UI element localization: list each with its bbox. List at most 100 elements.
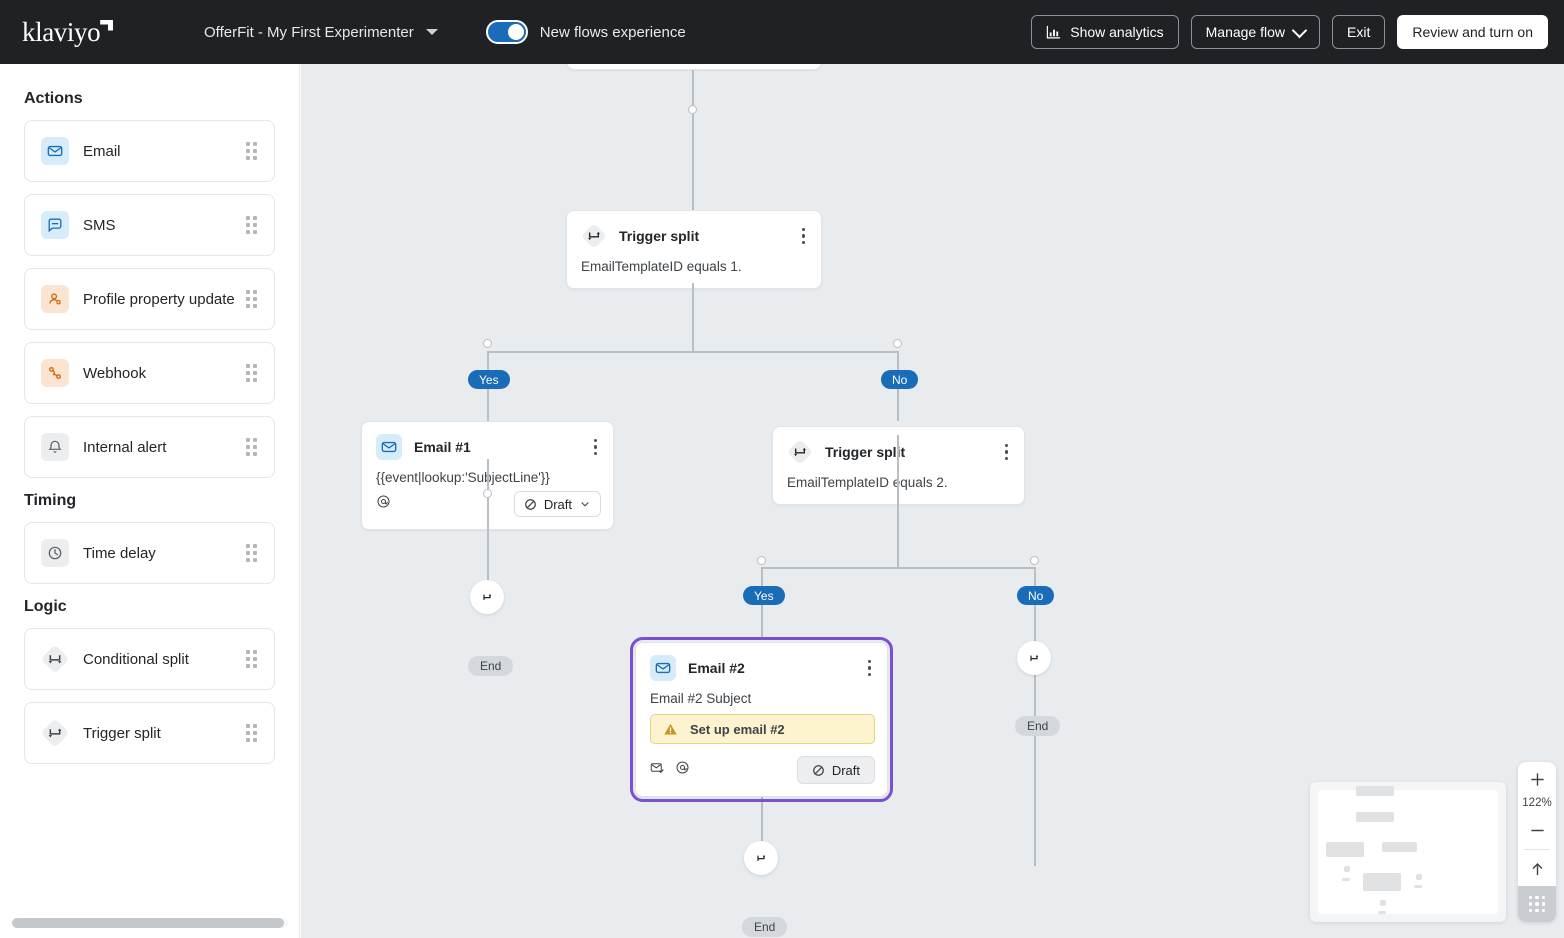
- drag-handle-icon[interactable]: [246, 724, 260, 742]
- palette-item-trigger-split[interactable]: Trigger split: [24, 702, 275, 764]
- split-icon: [482, 594, 492, 601]
- manage-flow-button[interactable]: Manage flow: [1190, 15, 1321, 49]
- zoom-controls[interactable]: 122%: [1518, 762, 1556, 922]
- palette-item-webhook[interactable]: Webhook: [24, 342, 275, 404]
- flow-canvas[interactable]: Trigger split EmailTemplateID equals 1. …: [301, 64, 1564, 938]
- klaviyo-logo[interactable]: klaviyo: [22, 18, 142, 46]
- node-header: Trigger split: [567, 211, 821, 249]
- node-trigger-split-1[interactable]: Trigger split EmailTemplateID equals 1.: [566, 210, 822, 289]
- node-menu-button[interactable]: [590, 437, 602, 458]
- divider: [1524, 849, 1550, 850]
- toggle-minimap-button[interactable]: [1518, 886, 1556, 922]
- add-step-button[interactable]: [744, 841, 778, 875]
- split-icon: [581, 223, 607, 249]
- palette-item-profile-property-update[interactable]: Profile property update: [24, 268, 275, 330]
- chat-bubble-icon: [41, 211, 69, 239]
- add-step-button[interactable]: [1017, 641, 1051, 675]
- minimap-node: [1378, 911, 1386, 914]
- grid-icon: [1528, 895, 1546, 913]
- person-gear-icon: [41, 285, 69, 313]
- drag-handle-icon[interactable]: [246, 650, 260, 668]
- branch-badge-yes[interactable]: Yes: [468, 370, 510, 389]
- minimap[interactable]: [1310, 782, 1506, 922]
- top-bar-actions: Show analytics Manage flow Exit Review a…: [1031, 15, 1548, 49]
- edge-connector-dot: [483, 339, 492, 348]
- bar-chart-icon: [1047, 25, 1061, 38]
- edge-connector-dot: [893, 339, 902, 348]
- palette-item-label: Webhook: [83, 364, 147, 382]
- personalization-at-icon: [675, 760, 690, 780]
- split-icon: [787, 439, 813, 465]
- top-bar: klaviyo OfferFit - My First Experimenter…: [0, 0, 1564, 64]
- sidebar-horizontal-scrollbar[interactable]: [12, 918, 288, 928]
- show-analytics-label: Show analytics: [1070, 24, 1164, 40]
- minimap-node: [1356, 812, 1394, 822]
- new-flows-experience-toggle-group[interactable]: New flows experience: [485, 20, 686, 44]
- edge-branch-no2: [1034, 567, 1036, 685]
- drag-handle-icon[interactable]: [246, 290, 260, 308]
- node-header: Trigger split: [773, 427, 1024, 465]
- drag-handle-icon[interactable]: [246, 216, 260, 234]
- node-trigger-split-2[interactable]: Trigger split EmailTemplateID equals 2.: [772, 426, 1025, 505]
- drag-handle-icon[interactable]: [246, 364, 260, 382]
- edge-connector-dot: [757, 556, 766, 565]
- palette-item-label: Email: [83, 142, 121, 160]
- drag-handle-icon[interactable]: [246, 438, 260, 456]
- zoom-out-button[interactable]: [1518, 813, 1556, 847]
- warning-label: Set up email #2: [690, 721, 785, 737]
- palette-item-label: Conditional split: [83, 650, 189, 668]
- drag-handle-icon[interactable]: [246, 544, 260, 562]
- review-and-turn-on-button[interactable]: Review and turn on: [1397, 15, 1548, 49]
- status-dropdown-draft[interactable]: Draft: [513, 491, 601, 517]
- edge-connector-dot: [1030, 556, 1039, 565]
- clock-icon: [41, 539, 69, 567]
- end-node[interactable]: End: [742, 917, 788, 937]
- minimap-node: [1382, 842, 1417, 852]
- manage-flow-label: Manage flow: [1205, 24, 1286, 40]
- toggle-knob: [507, 24, 524, 40]
- draft-circle-slash-icon: [524, 498, 536, 510]
- status-badge-draft[interactable]: Draft: [796, 756, 875, 784]
- node-partial-top[interactable]: [566, 64, 822, 70]
- exit-button[interactable]: Exit: [1332, 15, 1386, 49]
- minimap-node: [1326, 842, 1364, 857]
- node-menu-button[interactable]: [798, 226, 810, 247]
- fit-view-button[interactable]: [1518, 852, 1556, 886]
- palette-item-label: Time delay: [83, 544, 156, 562]
- node-subtitle: EmailTemplateID equals 1.: [581, 259, 742, 274]
- palette-item-label: SMS: [83, 216, 116, 234]
- minimap-node: [1416, 874, 1422, 880]
- warning-triangle-icon: [664, 723, 677, 734]
- edge-connector-dot: [688, 105, 697, 114]
- palette-item-internal-alert[interactable]: Internal alert: [24, 416, 275, 478]
- add-step-button[interactable]: [470, 580, 504, 614]
- zoom-in-button[interactable]: [1518, 762, 1556, 796]
- branch-badge-no[interactable]: No: [1017, 586, 1055, 605]
- node-menu-button[interactable]: [864, 658, 876, 679]
- scrollbar-thumb[interactable]: [12, 918, 284, 928]
- flow-title-dropdown[interactable]: OfferFit - My First Experimenter: [204, 24, 438, 41]
- minimap-viewport[interactable]: [1318, 786, 1498, 914]
- branch-badge-no[interactable]: No: [881, 370, 919, 389]
- palette-item-label: Internal alert: [83, 438, 167, 456]
- end-node[interactable]: End: [468, 656, 514, 676]
- setup-warning-banner[interactable]: Set up email #2: [650, 714, 875, 744]
- palette-item-sms[interactable]: SMS: [24, 194, 275, 256]
- branch-badge-yes[interactable]: Yes: [743, 586, 785, 605]
- exit-label: Exit: [1347, 24, 1371, 40]
- palette-item-time-delay[interactable]: Time delay: [24, 522, 275, 584]
- node-menu-button[interactable]: [1001, 442, 1013, 463]
- end-node[interactable]: End: [1015, 716, 1061, 736]
- node-subtitle: EmailTemplateID equals 2.: [787, 475, 948, 490]
- split-icon: [41, 719, 69, 747]
- palette-item-conditional-split[interactable]: Conditional split: [24, 628, 275, 690]
- minimap-node: [1344, 866, 1350, 872]
- section-title-timing: Timing: [24, 492, 77, 509]
- palette-item-email[interactable]: Email: [24, 120, 275, 182]
- node-email-2[interactable]: Email #2 Email #2 Subject Set up email #…: [630, 637, 893, 802]
- new-flows-experience-toggle[interactable]: [485, 20, 528, 44]
- envelope-icon: [376, 434, 402, 460]
- show-analytics-button[interactable]: Show analytics: [1031, 15, 1179, 49]
- drag-handle-icon[interactable]: [246, 142, 260, 160]
